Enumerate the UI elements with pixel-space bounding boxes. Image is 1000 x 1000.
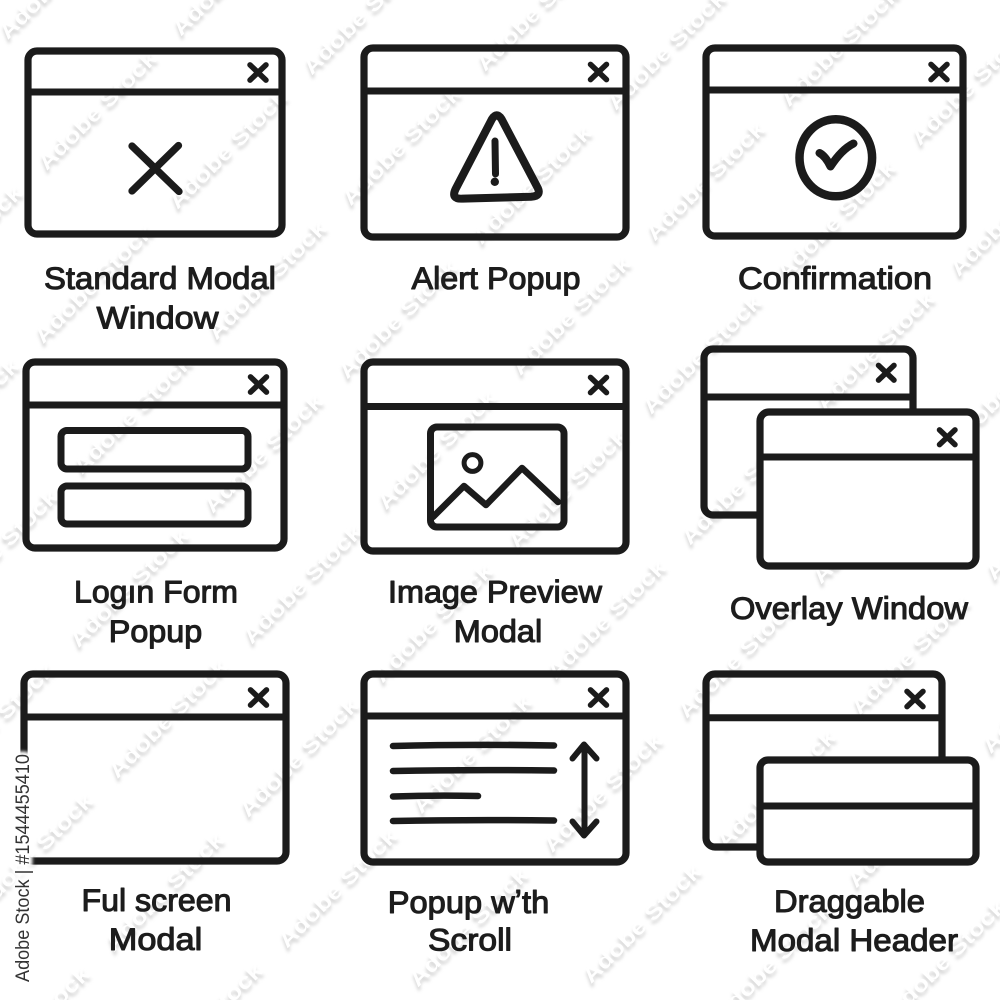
svg-text:Adobe Stock | #1544455410: Adobe Stock | #1544455410 [13, 754, 34, 982]
svg-text:Modal Header: Modal Header [750, 922, 958, 958]
svg-text:Scroll: Scroll [428, 922, 512, 958]
svg-text:Adobe Stock | #1544455410: Adobe Stock | #1544455410 [12, 754, 34, 982]
svg-text:Modal: Modal [109, 921, 203, 957]
svg-text:Image Preview: Image Preview [388, 574, 602, 610]
svg-text:Ful screen: Ful screen [82, 882, 232, 918]
svg-text:Logın Form: Logın Form [74, 574, 238, 610]
svg-text:Popup wʼth: Popup wʼth [388, 884, 550, 920]
svg-text:Modal: Modal [454, 613, 542, 649]
svg-text:Popup: Popup [109, 613, 203, 649]
svg-text:Overlay Window: Overlay Window [730, 590, 968, 626]
svg-text:Standard Modal: Standard Modal [44, 260, 276, 296]
svg-text:Alert Popup: Alert Popup [412, 260, 581, 296]
svg-text:Confirmation: Confirmation [738, 260, 932, 296]
svg-text:Window: Window [97, 300, 219, 336]
svg-text:Draggable: Draggable [774, 883, 925, 919]
